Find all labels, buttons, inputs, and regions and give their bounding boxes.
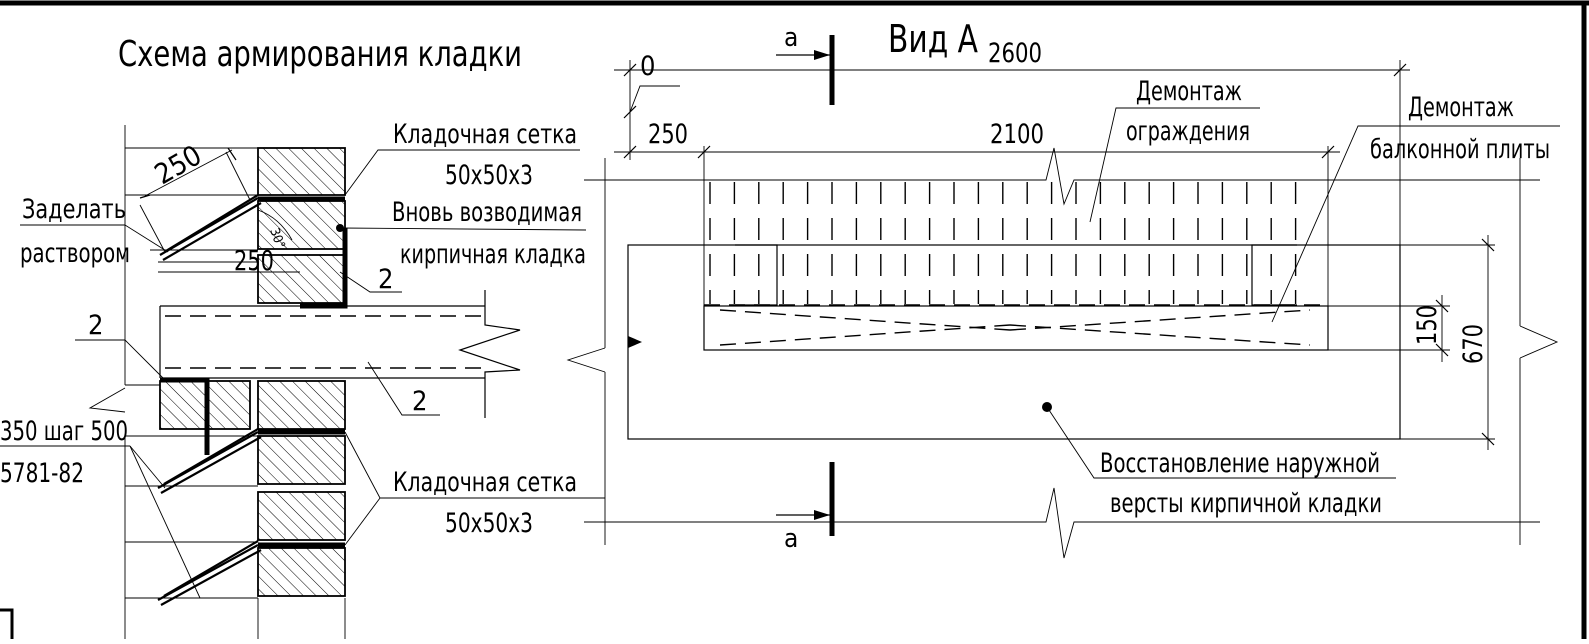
angle-30: 30° [257,209,293,251]
dim-2100: 2100 [990,119,1044,150]
mesh-bot-line1: Кладочная сетка [393,467,577,498]
label-demolish-slab: Демонтаж балконной плиты [1271,92,1560,323]
position-2-labels: 2 2 2 [75,264,440,417]
dim-250-horiz: 250 [234,244,274,277]
demolish-slab-line2: балконной плиты [1370,134,1550,165]
demolish-slab-line1: Демонтаж [1408,92,1514,123]
dim-670: 670 [1458,324,1489,364]
demolish-fence-line2: ограждения [1126,116,1250,147]
brick-blocks [159,147,346,597]
new-masonry-line2: кирпичная кладка [400,239,586,270]
corner-mark [0,608,14,639]
pos2-a: 2 [378,264,393,295]
dim-250-top: 250 [648,119,688,150]
dim-0: 0 [640,51,655,82]
mesh-top-line1: Кладочная сетка [393,119,577,150]
guide-lines [566,147,1559,559]
label-restore-masonry: Восстановление наружной версты кирпичной… [1042,402,1396,519]
dim-lines-right: 150 670 [1328,235,1495,450]
masonry-scheme: Схема армирования кладки [0,34,605,639]
restore-line1: Восстановление наружной [1100,448,1380,479]
section-top-label: а [784,23,798,53]
opening-outline [627,244,1401,440]
section-mark-bottom: а [776,462,835,554]
left-break-line [88,387,126,413]
rebar-line2: 5781-82 [0,458,84,489]
fence-dashed-posts [709,182,1297,304]
pos2-b: 2 [88,310,103,341]
steel-angles [160,196,348,548]
fence-dashed-rails [704,244,1328,306]
view-a: Вид А а а 2600 0 [566,17,1560,559]
left-title: Схема армирования кладки [118,34,522,75]
label-rebar: 350 шаг 500 5781-82 [0,416,201,599]
pos2-c: 2 [412,386,427,417]
new-masonry-line1: Вновь возводимая [392,197,582,228]
label-new-masonry: Вновь возводимая кирпичная кладка [336,197,587,270]
restore-line2: версты кирпичной кладки [1110,488,1382,519]
mesh-bot-line2: 50х50х3 [445,508,533,539]
label-mesh-bottom: Кладочная сетка 50х50х3 [344,431,605,546]
demolish-fence-line1: Демонтаж [1136,76,1242,107]
dim-30deg: 30° [266,226,287,251]
dim-lines-top: 2600 0 250 2100 [614,38,1410,306]
slab-section [703,305,1329,351]
fill-mortar-line2: раствором [20,238,130,269]
dim-150: 150 [1412,305,1443,345]
label-demolish-fence: Демонтаж ограждения [1089,76,1260,223]
rebar-line1: 350 шаг 500 [0,416,128,447]
section-bot-label: а [784,524,798,554]
dim-250-horizontal: 250 [150,244,300,277]
dim-2600: 2600 [988,38,1042,69]
dim-250-diag: 250 [149,138,207,191]
section-mark-top: а [776,23,835,105]
mesh-top-line2: 50х50х3 [445,160,533,191]
label-fill-mortar: Заделать раствором [20,194,169,269]
right-title: Вид А [888,17,979,61]
diagonal-anchors [157,194,262,606]
fill-mortar-line1: Заделать [22,194,126,225]
label-mesh-top: Кладочная сетка 50х50х3 [344,119,580,196]
